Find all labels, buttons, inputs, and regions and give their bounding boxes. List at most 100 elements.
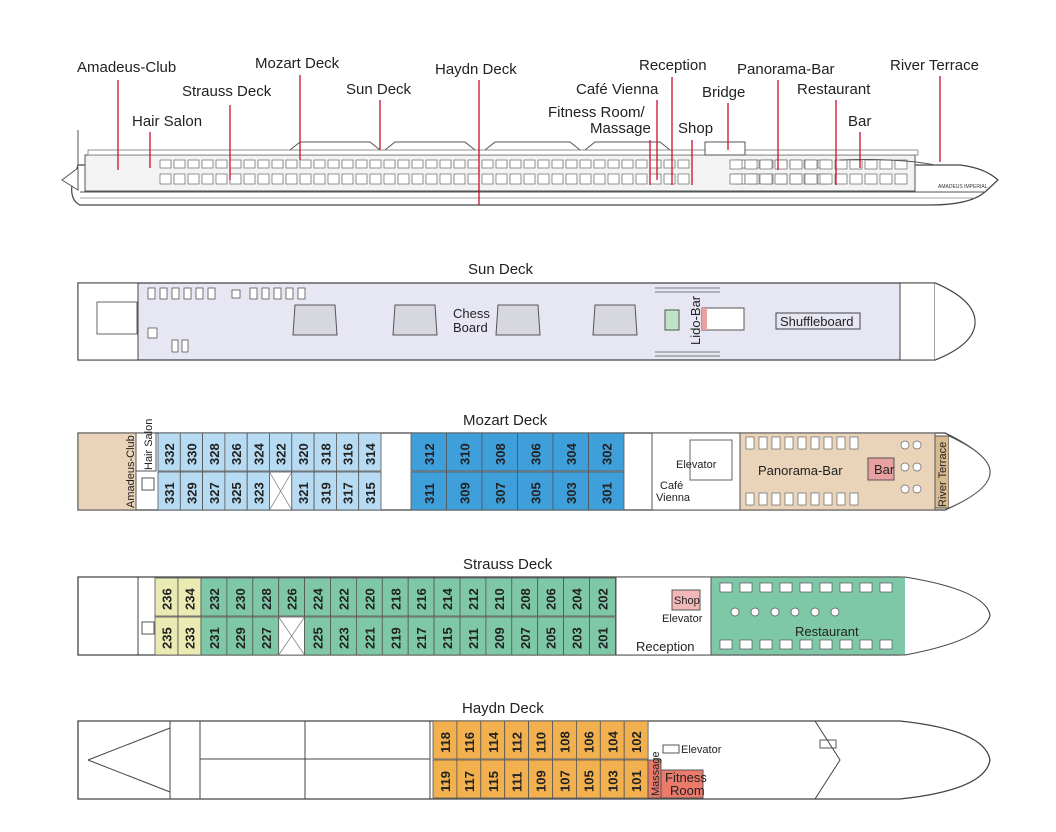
label-fitness-room-2: Massage: [590, 120, 651, 137]
cabin-number: 228: [259, 588, 274, 610]
cabin-number: 107: [557, 770, 572, 792]
cabin-number: 305: [528, 482, 543, 504]
cabin-212: 212: [459, 577, 487, 617]
mozart-elevator-label: Elevator: [676, 459, 717, 471]
cabin-number: 204: [570, 588, 585, 610]
cabin-number: 226: [285, 588, 300, 610]
cabin-209: 209: [485, 616, 513, 656]
mozart-bar-label: Bar: [874, 462, 895, 477]
cabin-number: 118: [438, 732, 453, 753]
strauss-deck-title: Strauss Deck: [463, 556, 553, 573]
label-strauss-deck: Strauss Deck: [182, 83, 272, 100]
cabin-number: 208: [518, 588, 533, 610]
cabin-number: 328: [207, 443, 222, 465]
cabin-number: 318: [318, 443, 333, 465]
cabin-317: 317: [335, 471, 360, 511]
cabin-225: 225: [304, 616, 331, 656]
sun-deck-plan: Sun Deck Chess Board Lido-Bar Shuffleboa…: [77, 261, 976, 361]
hair-salon-area: [135, 432, 157, 472]
cabin-number: 326: [229, 443, 244, 465]
cabin-217: 217: [407, 616, 435, 656]
cabin-236: 236: [154, 577, 179, 617]
mozart-amadeus-club-label: Amadeus-Club: [125, 435, 137, 508]
cabin-number: 224: [311, 588, 326, 610]
cabin-214: 214: [433, 577, 461, 617]
cabin-229: 229: [226, 616, 254, 656]
mozart-deck-title: Mozart Deck: [463, 412, 548, 429]
sun-loungers: [147, 287, 306, 353]
awning-3: [484, 141, 581, 151]
cabin-number: 330: [184, 443, 199, 465]
cabin-number: 235: [160, 627, 175, 649]
cabin-118: 118: [432, 720, 458, 760]
sun-bow-area: [899, 282, 936, 361]
cabin-211: 211: [459, 616, 487, 656]
cabin-number: 232: [207, 588, 222, 610]
cabin-105: 105: [576, 759, 601, 799]
cabin-301: 301: [588, 471, 625, 511]
cabin-number: 329: [184, 482, 199, 504]
cabin-306: 306: [517, 432, 554, 472]
cabin-325: 325: [224, 471, 248, 511]
strauss-restaurant-label: Restaurant: [795, 624, 859, 639]
cabin-number: 211: [466, 628, 481, 649]
label-cafe-vienna: Café Vienna: [576, 81, 659, 98]
strauss-shop-label: Shop: [674, 595, 700, 607]
mozart-river-terrace-label: River Terrace: [937, 442, 949, 507]
cabin-205: 205: [537, 616, 565, 656]
cabin-207: 207: [511, 616, 539, 656]
cabin-311: 311: [410, 471, 447, 511]
cabin-234: 234: [177, 577, 202, 617]
cabin-227: 227: [252, 616, 280, 656]
cabin-number: 332: [162, 443, 177, 465]
shuffleboard-label: Shuffleboard: [780, 314, 854, 329]
cabin-number: 215: [440, 627, 455, 649]
cabin-222: 222: [330, 577, 357, 617]
cabin-302: 302: [588, 432, 625, 472]
cabin-108: 108: [552, 720, 577, 760]
cabin-number: 307: [493, 482, 508, 504]
cabin-number: 205: [544, 627, 559, 649]
cabin-number: 220: [362, 588, 377, 610]
cabin-number: 331: [162, 482, 177, 504]
cabin-number: 216: [414, 588, 429, 610]
cabin-316: 316: [335, 432, 360, 472]
cabin-307: 307: [481, 471, 518, 511]
lido-bar-counter: [701, 307, 745, 331]
cabin-number: 316: [341, 443, 356, 465]
cabin-318: 318: [313, 432, 337, 472]
awning-2: [384, 141, 476, 151]
mozart-hair-salon-label: Hair Salon: [143, 419, 155, 470]
chess-board-label-2: Board: [453, 320, 488, 335]
label-haydn-deck: Haydn Deck: [435, 61, 517, 78]
upper-rail: [87, 149, 919, 156]
cabin-233: 233: [177, 616, 202, 656]
cabin-101: 101: [623, 759, 649, 799]
cabin-218: 218: [381, 577, 409, 617]
label-hair-salon: Hair Salon: [132, 113, 202, 130]
cabin-number: 108: [557, 731, 572, 753]
cabin-number: 222: [336, 588, 351, 610]
cabin-number: 225: [311, 627, 326, 649]
cabin-321: 321: [291, 471, 315, 511]
cabin-number: 201: [595, 627, 610, 649]
cabin-number: 119: [438, 771, 453, 792]
cabin-number: 102: [629, 731, 644, 753]
cabin-314: 314: [358, 432, 382, 472]
cabin-324: 324: [246, 432, 270, 472]
cabin-103: 103: [599, 759, 625, 799]
ship-side-view: AMADEUS IMPERIAL Amadeus-Club Hair Salon…: [61, 55, 999, 206]
mozart-cafe-label-2: Vienna: [656, 492, 691, 504]
cabin-number: 202: [595, 588, 610, 610]
cabin-number: 230: [233, 588, 248, 610]
cabin-number: 223: [336, 627, 351, 649]
cabin-204: 204: [563, 577, 590, 617]
cabin-111: 111: [504, 759, 530, 799]
cabin-320: 320: [291, 432, 315, 472]
cabin-106: 106: [576, 720, 601, 760]
stairwell: [278, 616, 306, 656]
